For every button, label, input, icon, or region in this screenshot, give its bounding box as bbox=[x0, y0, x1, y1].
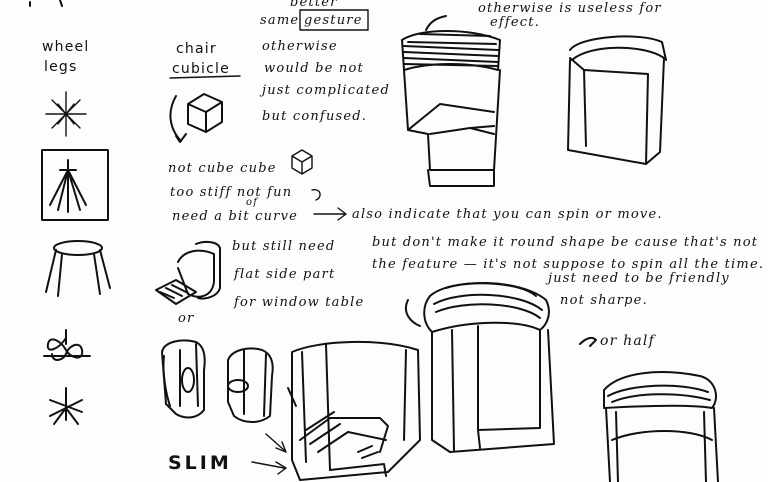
large-cubicle-sketch bbox=[287, 341, 421, 481]
note-effect: effect. bbox=[490, 15, 541, 30]
note-would-be-not: would be not bbox=[264, 61, 364, 76]
roof-chair-sketch bbox=[404, 282, 555, 453]
label-chair: chair bbox=[176, 41, 217, 57]
small-cube-sketch bbox=[169, 93, 223, 143]
cubicle-underline bbox=[169, 75, 241, 79]
note-or-half: or half bbox=[600, 333, 655, 349]
note-but-dont: but don't make it round shape be cause t… bbox=[372, 235, 759, 250]
note-window-table: for window table bbox=[234, 295, 365, 310]
arrow-curve bbox=[311, 189, 347, 221]
cubicle-striped-roof-sketch bbox=[401, 15, 501, 187]
note-just-need: just need to be friendly bbox=[548, 271, 730, 286]
note-same: same bbox=[260, 13, 300, 28]
corner-mark bbox=[29, 0, 63, 7]
label-wheel: wheel bbox=[42, 39, 90, 55]
note-of: of bbox=[246, 197, 259, 208]
note-flat-side: flat side part bbox=[234, 267, 336, 282]
note-not-cube: not cube cube bbox=[168, 161, 277, 176]
note-or: or bbox=[178, 311, 195, 326]
note-but-still: but still need bbox=[232, 239, 336, 254]
frame-legs-icon bbox=[41, 149, 109, 221]
tripod-legs-icon bbox=[49, 387, 83, 425]
note-also-indicate: also indicate that you can spin or move. bbox=[352, 207, 663, 222]
note-gesture: gesture bbox=[304, 13, 363, 28]
seat-with-hole-2 bbox=[227, 347, 274, 423]
open-box-sketch bbox=[567, 35, 667, 165]
note-too-stiff: too stiff not fun bbox=[170, 185, 293, 200]
slim-arrows bbox=[251, 433, 287, 475]
note-otherwise-top: otherwise is useless for bbox=[478, 1, 662, 16]
note-but-confused: but confused. bbox=[262, 109, 368, 124]
half-roof-chair-sketch bbox=[579, 336, 719, 482]
label-legs: legs bbox=[44, 59, 78, 75]
seat-with-hole-1 bbox=[161, 339, 206, 419]
label-cubicle: cubicle bbox=[172, 61, 230, 77]
gesture-box bbox=[299, 9, 369, 31]
label-slim: SLIM bbox=[168, 452, 232, 474]
note-better: better bbox=[290, 0, 338, 10]
note-need-curve: need a bit curve bbox=[172, 209, 299, 224]
note-not-sharpe: not sharpe. bbox=[560, 293, 648, 308]
note-otherwise: otherwise bbox=[262, 39, 338, 54]
curved-seat-sketch bbox=[155, 240, 221, 305]
note-the-feature: the feature — it's not suppose to spin a… bbox=[372, 257, 765, 272]
note-just-complicated: just complicated bbox=[262, 83, 390, 98]
star-legs-icon bbox=[45, 91, 87, 137]
stool-icon bbox=[45, 240, 111, 297]
tiny-cube-sketch bbox=[291, 149, 313, 175]
loop-legs-icon bbox=[43, 329, 91, 361]
